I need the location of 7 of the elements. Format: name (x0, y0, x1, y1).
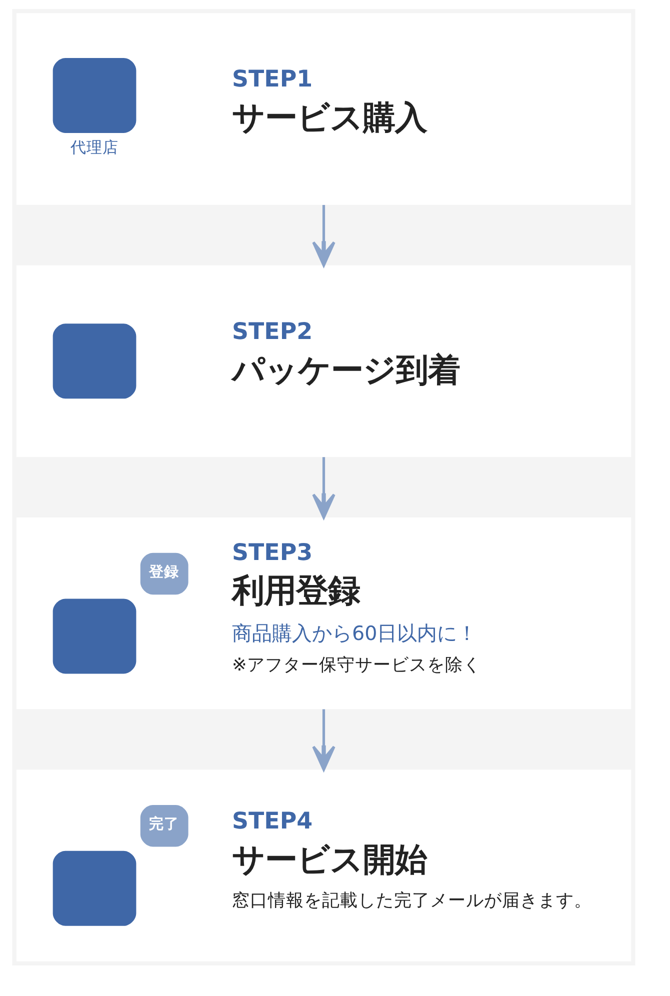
arrow (312, 204, 336, 266)
arrow (312, 708, 336, 770)
node-box: STEP2 パッケージ到着 (16, 264, 632, 457)
arrow (312, 456, 336, 518)
node-box: 代理店 STEP1 サービス購入 (16, 12, 632, 204)
node-box: 登録 STEP3 利用登録 商品購入から60日以内に！ ※アフター保守サービスを除く (16, 516, 632, 709)
node-box: 完了 STEP4 サービス開始 窓口情報を記載した完了メールが届きます。 (16, 769, 632, 961)
